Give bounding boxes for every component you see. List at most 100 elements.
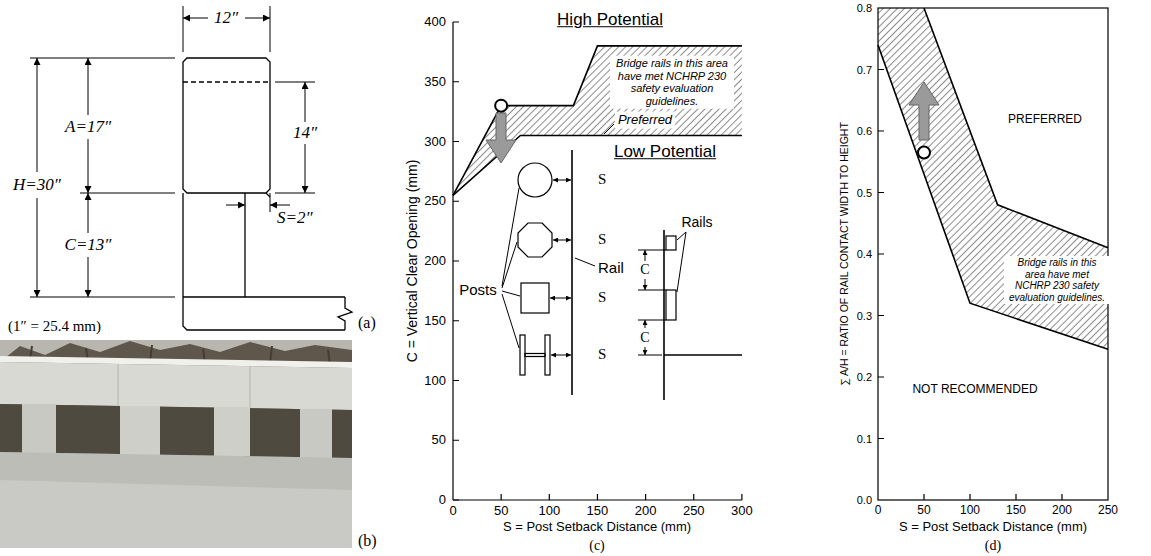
setback-label: S bbox=[598, 346, 606, 363]
tick-label: 50 bbox=[432, 433, 446, 448]
tick-label: 0.5 bbox=[857, 186, 872, 199]
tick-label: 0 bbox=[439, 493, 446, 508]
region-label: High Potential bbox=[557, 10, 663, 30]
post-inset bbox=[664, 354, 742, 356]
post-inset bbox=[645, 279, 646, 290]
dimension-label: A=17″ bbox=[65, 117, 111, 137]
tick-label: 100 bbox=[424, 373, 446, 388]
rail-section bbox=[338, 297, 352, 330]
dimension-label: S=2″ bbox=[277, 208, 313, 228]
post-inset bbox=[575, 258, 595, 266]
tick-label: 0 bbox=[875, 504, 882, 518]
post-inset bbox=[571, 150, 573, 395]
design-point-c bbox=[495, 100, 507, 112]
dimension-lines bbox=[80, 193, 175, 194]
tick-label: 250 bbox=[683, 504, 705, 519]
design-point-d bbox=[918, 147, 930, 159]
dimension-lines bbox=[183, 18, 208, 19]
dimension-lines bbox=[88, 257, 89, 297]
axis-title: ∑ A/H = RATIO OF RAIL CONTACT WIDTH TO H… bbox=[838, 122, 850, 386]
rail-photo bbox=[300, 409, 332, 458]
chart-c-band bbox=[453, 46, 742, 195]
post-inset bbox=[502, 150, 742, 400]
tick-label: 150 bbox=[424, 313, 446, 328]
tick-label: 400 bbox=[424, 15, 446, 30]
rail-photo bbox=[0, 340, 352, 548]
inset-label: Posts bbox=[459, 281, 497, 298]
dimension-label: H=30″ bbox=[13, 175, 61, 195]
dimension-lines bbox=[275, 82, 315, 83]
tick-label: 200 bbox=[635, 504, 657, 519]
band-note: Bridge rails in this area have met NCHRP… bbox=[1004, 256, 1110, 304]
chart-c-axes bbox=[501, 494, 742, 500]
opening-label: C bbox=[640, 262, 649, 278]
post-inset bbox=[666, 236, 676, 250]
tick-label: 250 bbox=[424, 194, 446, 209]
axis-title: S = Post Setback Distance (mm) bbox=[503, 520, 691, 535]
panel-label: (b) bbox=[358, 532, 377, 550]
design-point-c bbox=[486, 113, 516, 163]
rail-photo bbox=[120, 406, 160, 455]
tick-label: 100 bbox=[960, 504, 980, 518]
chart-d-axes bbox=[924, 494, 1062, 500]
design-point-c bbox=[486, 100, 516, 163]
dimension-lines bbox=[88, 58, 89, 115]
dimension-label: 14″ bbox=[293, 123, 317, 143]
dimension-lines bbox=[275, 193, 315, 194]
tick-label: 200 bbox=[424, 254, 446, 269]
post-inset bbox=[677, 232, 686, 292]
chart-c-band bbox=[604, 124, 614, 134]
tick-label: 300 bbox=[424, 134, 446, 149]
panel-label: (a) bbox=[358, 314, 376, 332]
post-inset bbox=[666, 290, 676, 320]
rail-section bbox=[183, 58, 270, 193]
rail-photo bbox=[0, 480, 352, 548]
rail-section bbox=[183, 81, 270, 82]
setback-label: S bbox=[598, 289, 606, 306]
tick-label: 0.2 bbox=[857, 371, 872, 384]
tick-label: 0 bbox=[449, 504, 456, 519]
dimension-lines bbox=[245, 18, 270, 19]
design-point-d bbox=[909, 82, 939, 140]
dimension-lines bbox=[88, 193, 89, 233]
rail-photo bbox=[214, 407, 250, 456]
rail-photo bbox=[0, 404, 352, 458]
chart-c-axes bbox=[453, 22, 742, 500]
chart-d-axes bbox=[878, 70, 884, 439]
post-inset bbox=[518, 163, 552, 197]
post-inset bbox=[525, 354, 545, 357]
inset-label: Rail bbox=[598, 259, 624, 276]
tick-label: 50 bbox=[494, 504, 508, 519]
rail-section bbox=[183, 297, 345, 330]
dimension-lines bbox=[270, 193, 271, 212]
design-point-d bbox=[909, 82, 939, 159]
curve-label: Preferred bbox=[615, 112, 675, 129]
opening-label: C bbox=[640, 329, 649, 345]
chart-d-axes bbox=[878, 8, 1108, 500]
chart-c-axes bbox=[453, 22, 459, 500]
tick-label: 200 bbox=[1052, 504, 1072, 518]
post-inset bbox=[521, 283, 549, 313]
tick-label: 0.6 bbox=[857, 125, 872, 138]
axis-title: C = Vertical Clear Opening (mm) bbox=[404, 160, 420, 363]
chart-d-band bbox=[924, 8, 1108, 248]
post-inset bbox=[545, 335, 550, 375]
tick-label: 300 bbox=[731, 504, 753, 519]
setback-label: S bbox=[598, 171, 606, 188]
dimension-lines bbox=[30, 6, 315, 297]
post-inset bbox=[502, 188, 520, 348]
rail-photo bbox=[22, 404, 56, 453]
tick-label: 150 bbox=[587, 504, 609, 519]
post-inset bbox=[551, 355, 571, 356]
post-inset bbox=[550, 298, 571, 299]
region-label: NOT RECOMMENDED bbox=[912, 383, 1037, 397]
panel-label: (d) bbox=[985, 538, 1001, 554]
dimension-lines bbox=[226, 205, 245, 206]
region-label: PREFERRED bbox=[1008, 113, 1082, 127]
region-label: Low Potential bbox=[614, 142, 716, 162]
tick-label: 0.0 bbox=[857, 494, 872, 507]
axis-title: S = Post Setback Distance (mm) bbox=[899, 520, 1087, 535]
rail-photo bbox=[118, 364, 119, 406]
